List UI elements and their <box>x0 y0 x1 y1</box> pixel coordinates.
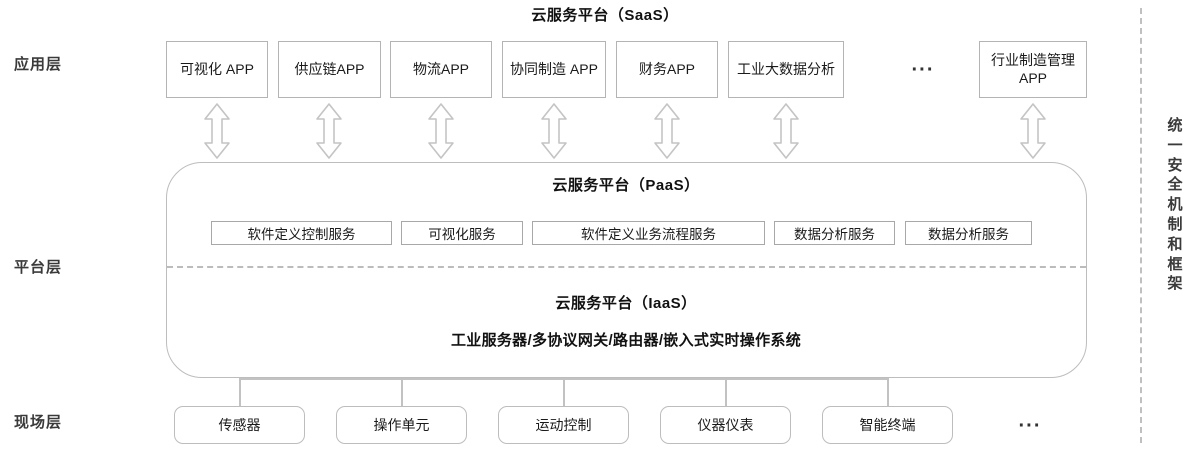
platform-divider <box>167 266 1086 268</box>
app-box-logistics[interactable]: 物流APP <box>390 41 492 98</box>
double-arrow-icon-industry-manufacturing <box>1019 103 1047 159</box>
service-box-software-defined-control[interactable]: 软件定义控制服务 <box>211 221 392 245</box>
double-arrow-icon-supply-chain <box>315 103 343 159</box>
layer-label-platform: 平台层 <box>14 259 63 276</box>
field-box-operation-unit[interactable]: 操作单元 <box>336 406 467 444</box>
layer-label-field: 现场层 <box>14 414 63 431</box>
app-box-supply-chain[interactable]: 供应链APP <box>278 41 381 98</box>
field-box-sensor[interactable]: 传感器 <box>174 406 305 444</box>
app-row-ellipsis: ··· <box>911 59 935 81</box>
saas-title: 云服务平台（SaaS） <box>531 7 679 24</box>
app-box-visualization[interactable]: 可视化 APP <box>166 41 268 98</box>
double-arrow-icon-industrial-big-data <box>772 103 800 159</box>
security-band-divider <box>1140 8 1142 443</box>
double-arrow-icon-logistics <box>427 103 455 159</box>
field-stem-instrumentation <box>725 378 727 406</box>
app-box-collaborative-manufacturing[interactable]: 协同制造 APP <box>502 41 606 98</box>
security-band-label: 统一安全机制和框架 <box>1167 117 1183 293</box>
paas-title: 云服务平台（PaaS） <box>552 177 700 194</box>
service-box-data-analysis-1[interactable]: 数据分析服务 <box>774 221 895 245</box>
double-arrow-icon-visualization <box>203 103 231 159</box>
field-stem-motion-control <box>563 378 565 406</box>
service-box-software-defined-business-process[interactable]: 软件定义业务流程服务 <box>532 221 765 245</box>
field-box-instrumentation[interactable]: 仪器仪表 <box>660 406 791 444</box>
app-box-industrial-big-data-analysis[interactable]: 工业大数据分析 <box>728 41 844 98</box>
app-box-finance[interactable]: 财务APP <box>616 41 718 98</box>
double-arrow-icon-finance <box>653 103 681 159</box>
double-arrow-icon-collaborative-manufacturing <box>540 103 568 159</box>
field-stem-smart-terminal <box>887 378 889 406</box>
iaas-title: 云服务平台（IaaS） <box>555 295 697 312</box>
platform-container <box>166 162 1087 378</box>
iaas-subtitle: 工业服务器/多协议网关/路由器/嵌入式实时操作系统 <box>450 332 801 349</box>
field-box-motion-control[interactable]: 运动控制 <box>498 406 629 444</box>
field-stem-sensor <box>239 378 241 406</box>
field-stem-operation-unit <box>401 378 403 406</box>
field-box-smart-terminal[interactable]: 智能终端 <box>822 406 953 444</box>
service-box-data-analysis-2[interactable]: 数据分析服务 <box>905 221 1032 245</box>
service-box-visualization[interactable]: 可视化服务 <box>401 221 523 245</box>
field-row-ellipsis: ··· <box>1018 415 1042 437</box>
app-box-industry-manufacturing-management[interactable]: 行业制造管理 APP <box>979 41 1087 98</box>
layer-label-application: 应用层 <box>14 56 63 73</box>
